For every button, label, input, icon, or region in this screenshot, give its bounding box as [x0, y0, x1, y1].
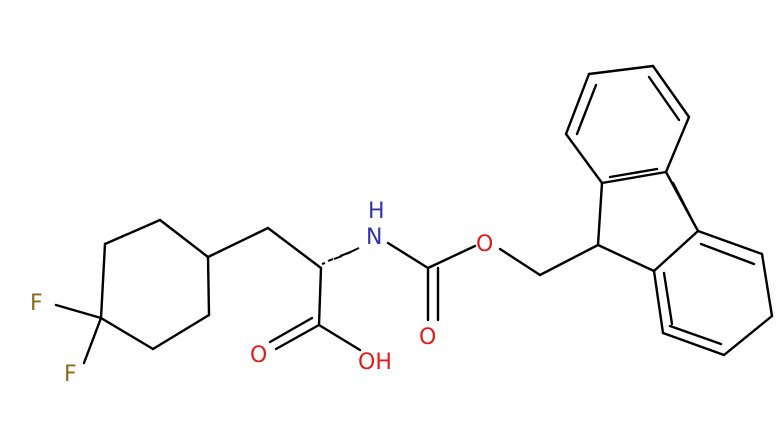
atom-f1: F — [30, 291, 43, 316]
atom-nitrogen-h: H — [368, 199, 385, 224]
bond-acid-c-o-2 — [268, 316, 314, 344]
bond-ch2-alpha — [266, 226, 323, 270]
bond-acid-c-oh — [317, 323, 362, 352]
atom-oxygen-carbamate-carbonyl: O — [419, 325, 436, 350]
bond-alpha-carboxyl — [317, 266, 323, 327]
atom-f2: F — [64, 362, 77, 387]
atom-hydroxyl: OH — [358, 350, 392, 375]
bond-carbamate-o — [426, 244, 477, 270]
atom-nitrogen: N — [366, 225, 382, 250]
bond-acid-c-o-1 — [274, 323, 321, 351]
bond-c-f2 — [82, 316, 103, 365]
bond-c-f1 — [54, 303, 103, 320]
bond-ring-ch2 — [206, 226, 270, 259]
bond-ch2-c9 — [538, 243, 600, 277]
atom-oxygen-acid-carbonyl: O — [250, 343, 267, 368]
bond-n-carbamate — [386, 241, 430, 270]
atom-oxygen-ester: O — [476, 232, 493, 257]
stereo-hash-wedge — [321, 247, 360, 265]
fluorene-system — [564, 64, 774, 357]
bond-o-ch2 — [498, 247, 542, 277]
difluorocyclohexane-ring — [99, 218, 211, 351]
